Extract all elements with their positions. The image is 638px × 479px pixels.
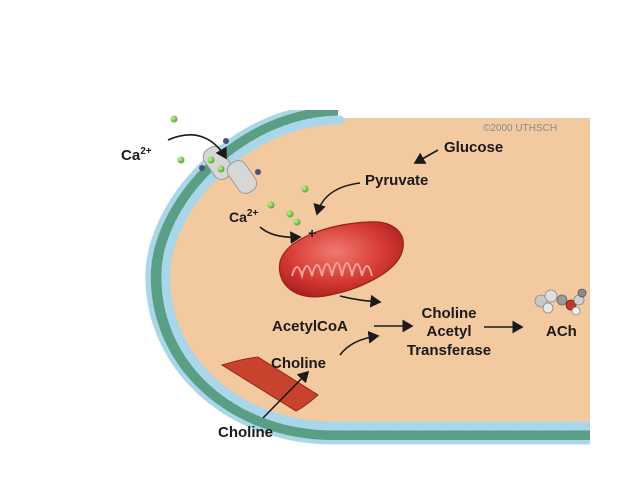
cell-membrane (145, 110, 590, 445)
calcium-inside-charge: 2+ (247, 208, 259, 219)
enzyme-label-line-3: Transferase (407, 342, 491, 359)
acetylcoa-label: AcetylCoA (272, 318, 348, 335)
choline-inside-label: Choline (271, 355, 326, 372)
calcium-outside-charge: 2+ (140, 146, 152, 157)
ach-label: ACh (546, 323, 577, 340)
acetylcholine-molecule (534, 288, 587, 316)
glucose-label: Glucose (444, 139, 503, 156)
pyruvate-label: Pyruvate (365, 172, 428, 189)
calcium-inside-label: Ca2+ (229, 208, 258, 225)
calcium-ion (267, 201, 275, 209)
arrow-mito-to-acetylcoa (339, 294, 382, 308)
calcium-ion (207, 156, 215, 164)
channel-subunit-dot (223, 138, 229, 144)
arrow-choline-to-enzyme (339, 330, 380, 356)
arrow-choline-uptake (262, 370, 310, 419)
mitochondrion-cristae (291, 262, 373, 280)
calcium-outside-label: Ca2+ (121, 146, 152, 164)
calcium-ion (217, 165, 225, 173)
copyright-notice: ©2000 UTHSCH (483, 123, 557, 134)
pathway-arrows (167, 134, 524, 419)
calcium-ions (170, 115, 309, 226)
choline-outside-label: Choline (218, 424, 273, 441)
arrow-pyruvate-to-mito (313, 182, 361, 216)
arrow-glucose-to-pyruvate (413, 149, 439, 164)
stimulation-plus-sign: + (308, 225, 316, 241)
calcium-ion (286, 210, 294, 218)
arrow-calcium-influx (167, 134, 227, 160)
calcium-ion (293, 218, 301, 226)
channel-subunit-dot (255, 169, 261, 175)
enzyme-label-line-2: Acetyl (426, 323, 471, 340)
channel-subunit-dot (199, 165, 205, 171)
calcium-ion (170, 115, 178, 123)
calcium-channel (199, 138, 261, 195)
mitochondrion (278, 221, 404, 298)
calcium-ion (301, 185, 309, 193)
calcium-ion (177, 156, 185, 164)
choline-transporter (220, 356, 319, 412)
enzyme-label-line-1: Choline (422, 305, 477, 322)
arrow-calcium-to-mito (259, 226, 302, 244)
